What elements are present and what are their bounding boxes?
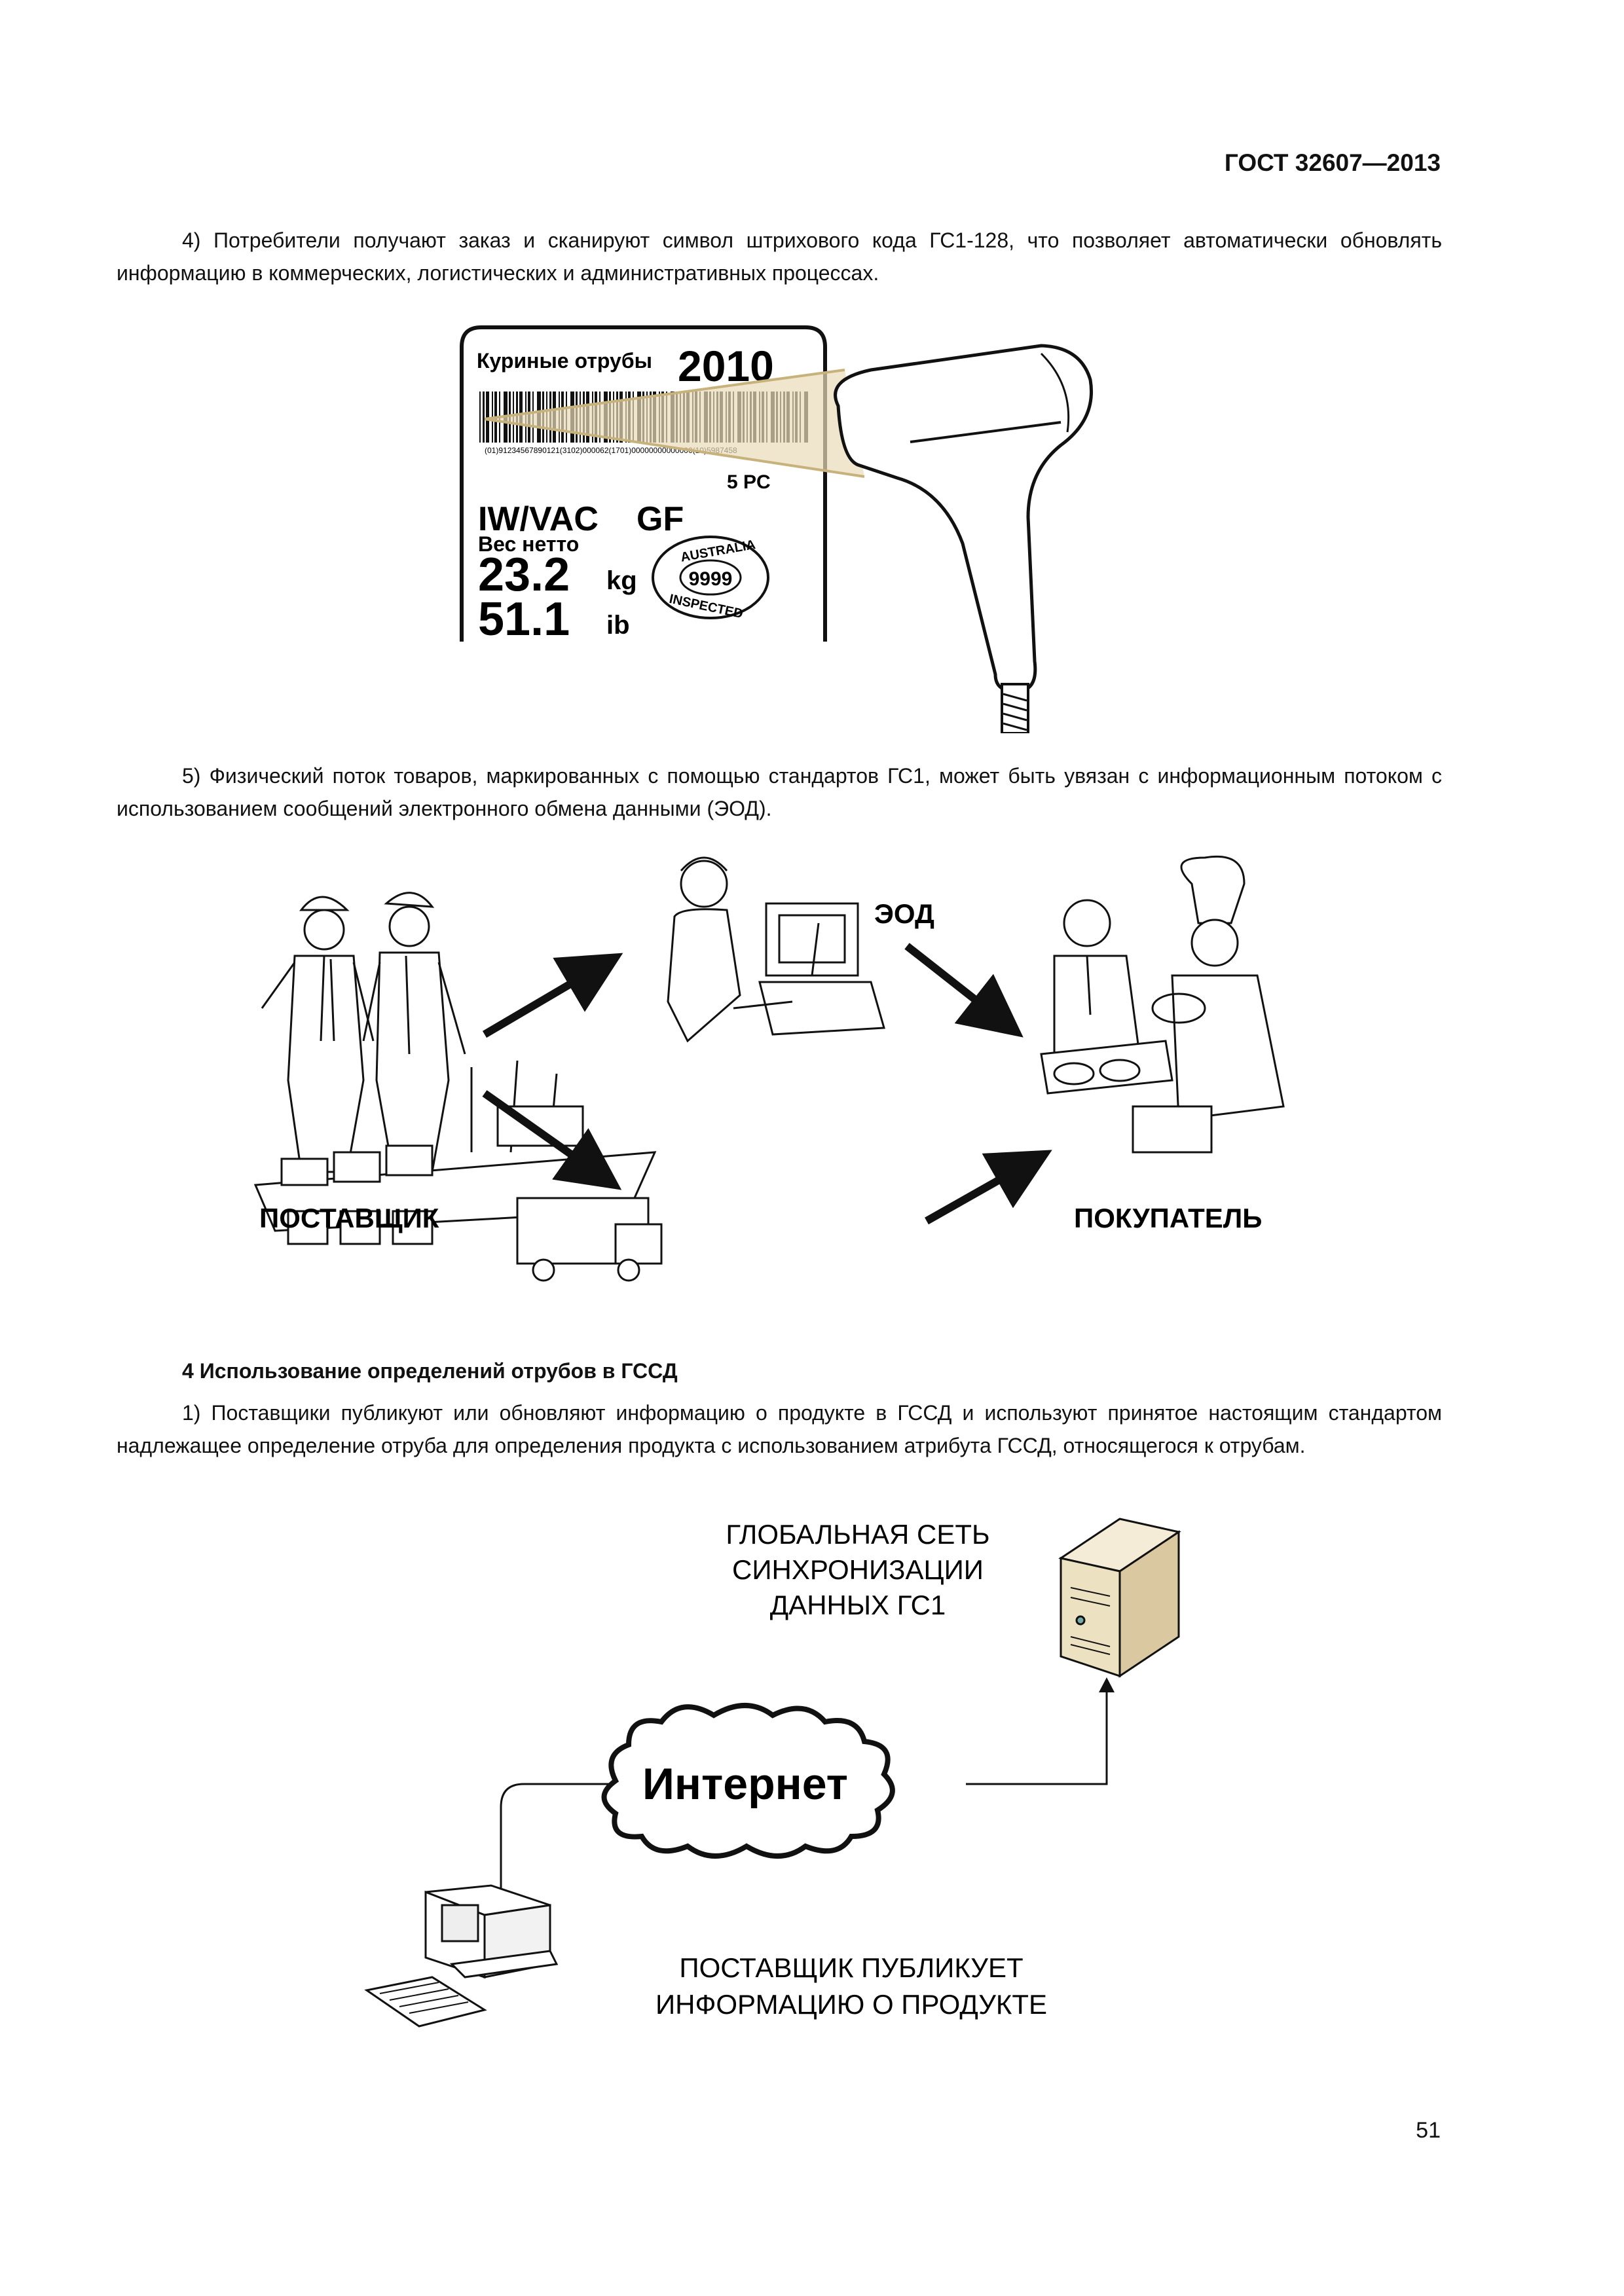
- inspection-stamp: 9999 AUSTRALIA INSPECTED: [652, 536, 769, 621]
- internet-cloud-icon: [601, 1703, 895, 1859]
- supplier-people-illustration: [261, 892, 466, 1173]
- label-pack-type: IW/VAC: [478, 500, 599, 538]
- arrow-to-ship: [482, 1090, 622, 1190]
- paragraph-4: 4) Потребители получают заказ и сканирую…: [117, 224, 1442, 289]
- arrow-to-office: [482, 953, 623, 1038]
- office-terminal-illustration: [667, 856, 885, 1043]
- paragraph-4-text: 4) Потребители получают заказ и сканирую…: [117, 228, 1442, 285]
- gdsn-line-1: ГЛОБАЛЬНАЯ СЕТЬ: [726, 1519, 989, 1550]
- supplier-publishes-line-1: ПОСТАВЩИК ПУБЛИКУЕТ: [679, 1952, 1023, 1983]
- label-net-weight: Вес нетто: [478, 532, 579, 556]
- label-weight-kg: 23.2: [478, 549, 570, 601]
- edi-label: ЭОД: [874, 898, 934, 929]
- pc-to-internet-line: [500, 1783, 609, 1931]
- arrow-office-to-buyer: [904, 943, 1024, 1038]
- paragraph-5-text: 5) Физический поток товаров, маркированн…: [117, 764, 1442, 820]
- label-unit-lb: ib: [606, 611, 630, 640]
- server-icon: [1058, 1518, 1181, 1678]
- section-4-paragraph-1-text: 1) Поставщики публикуют или обновляют ин…: [117, 1401, 1442, 1457]
- gdsn-line-3: ДАННЫХ ГС1: [770, 1590, 946, 1620]
- label-card: [460, 325, 827, 642]
- buyer-chef-illustration: [1040, 855, 1285, 1154]
- scan-beam: [485, 370, 864, 477]
- label-scanner-figure: Куриные отрубы 2010 (01)91234567890121(3…: [460, 325, 1094, 733]
- internet-to-server-line: [966, 1683, 1108, 1785]
- buyer-label: ПОКУПАТЕЛЬ: [1074, 1203, 1262, 1233]
- barcode-bar: [483, 392, 485, 443]
- paragraph-5: 5) Физический поток товаров, маркированн…: [117, 759, 1442, 825]
- goods-info-flow-figure: ЭОД ПОСТАВЩИК ПОКУПАТЕЛЬ: [253, 855, 1285, 1282]
- supplier-publishes-line-2: ИНФОРМАЦИЮ О ПРОДУКТЕ: [655, 1989, 1047, 2020]
- section-4-title: 4 Использование определений отрубов в ГС…: [182, 1359, 678, 1383]
- barcode-bar: [479, 392, 481, 443]
- barcode-scanner-icon: [834, 344, 1094, 733]
- label-grade: GF: [637, 500, 684, 538]
- label-weight-lb: 51.1: [478, 593, 570, 646]
- label-unit-kg: kg: [606, 566, 637, 595]
- arrow-ship-to-buyer: [925, 1150, 1052, 1225]
- page-number: 51: [1416, 2118, 1441, 2143]
- internet-label: Интернет: [642, 1759, 848, 1809]
- section-4-paragraph-1: 1) Поставщики публикуют или обновляют ин…: [117, 1396, 1442, 1462]
- document-code: ГОСТ 32607—2013: [1224, 149, 1441, 176]
- barcode-bar: [486, 392, 489, 443]
- stamp-number: 9999: [689, 568, 733, 590]
- desktop-computer-icon: [364, 1884, 559, 2028]
- supplier-label: ПОСТАВЩИК: [259, 1203, 439, 1233]
- label-product-name: Куриные отрубы: [477, 349, 652, 373]
- label-pieces: 5 PC: [727, 471, 771, 493]
- gdsn-network-figure: ГЛОБАЛЬНАЯ СЕТЬ СИНХРОНИЗАЦИИ ДАННЫХ ГС1…: [364, 1518, 1181, 2028]
- gdsn-line-2: СИНХРОНИЗАЦИИ: [732, 1554, 984, 1585]
